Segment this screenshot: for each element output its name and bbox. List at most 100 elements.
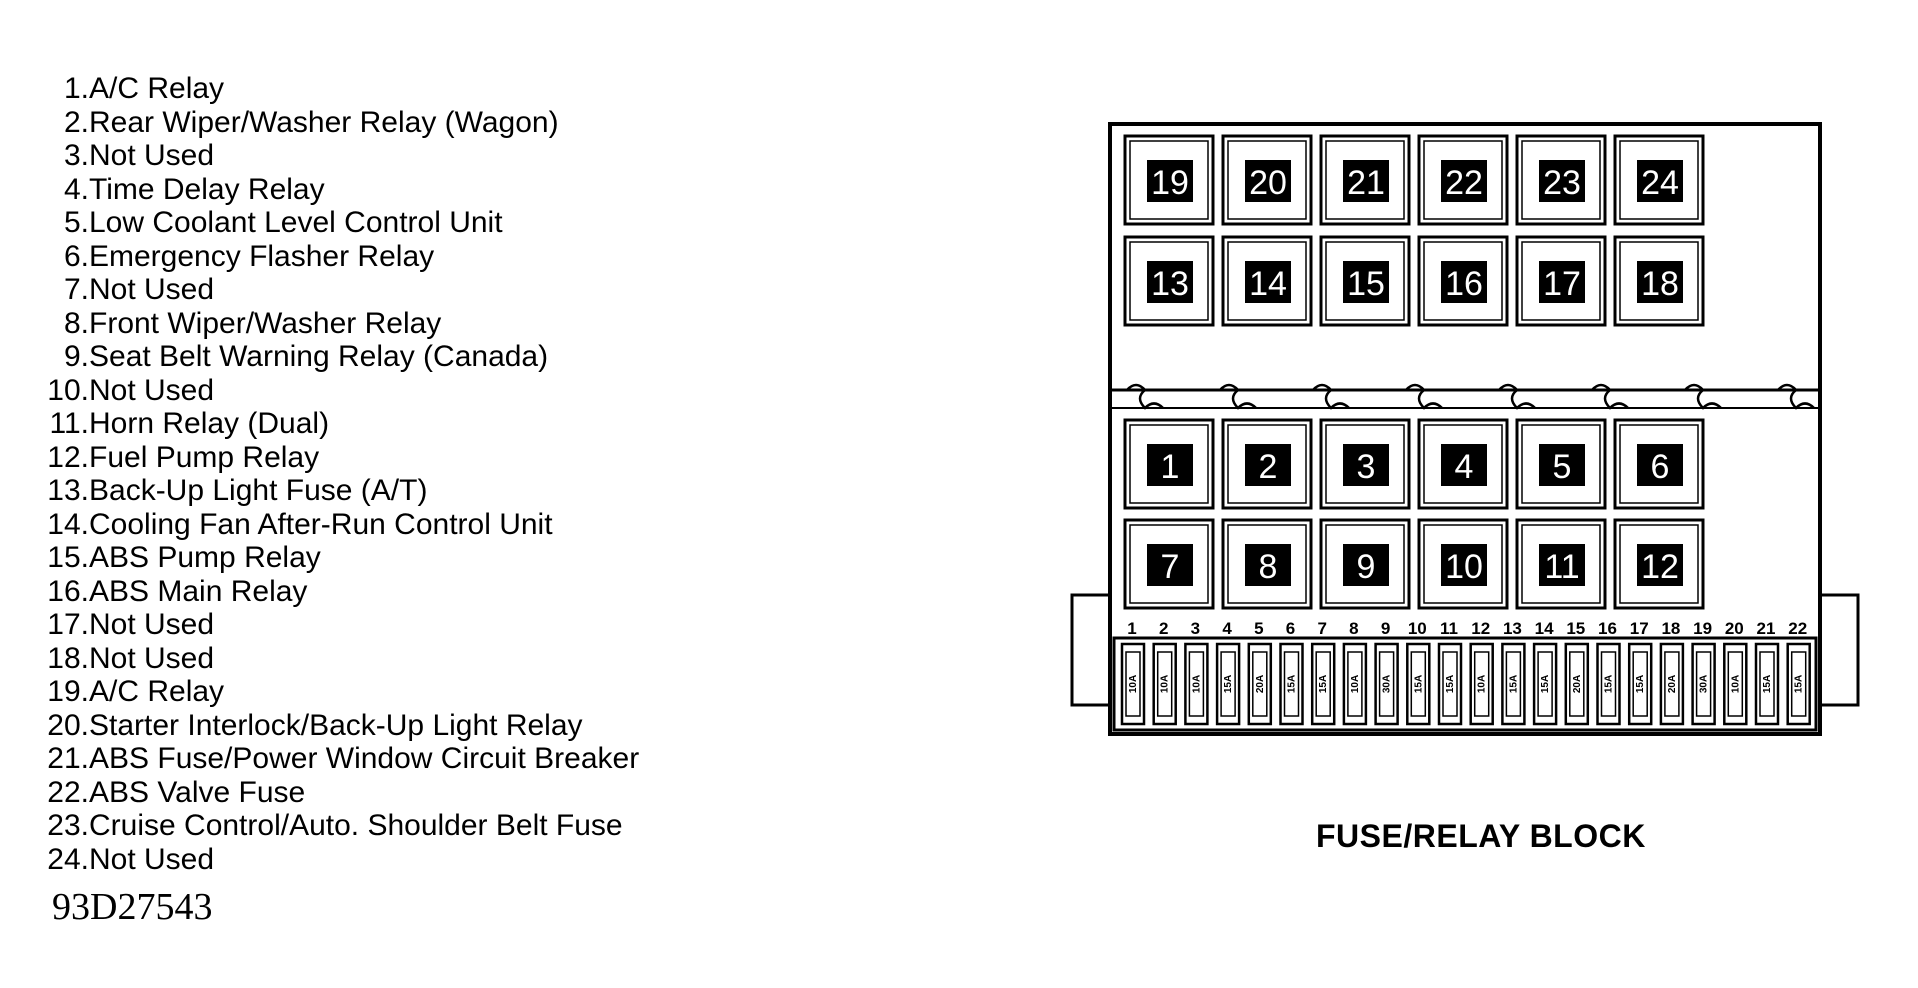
legend-label: Fuel Pump Relay bbox=[89, 440, 320, 474]
legend-item: 1.A/C Relay bbox=[34, 72, 734, 106]
relay-number: 7 bbox=[1161, 548, 1180, 586]
fuse-rating: 20A bbox=[1572, 675, 1583, 693]
legend-number: 16. bbox=[47, 574, 89, 608]
fuse-number: 6 bbox=[1286, 619, 1295, 638]
legend-number: 6. bbox=[63, 239, 89, 273]
relay-socket-inner bbox=[1325, 241, 1405, 321]
relay-number: 11 bbox=[1544, 548, 1579, 586]
fuse-rating: 15A bbox=[1318, 675, 1329, 693]
fuse-number: 17 bbox=[1630, 619, 1649, 638]
relay-socket bbox=[1515, 235, 1607, 327]
fuse-element bbox=[1664, 651, 1680, 717]
fuse-number: 5 bbox=[1254, 619, 1263, 638]
legend-item: 10.Not Used bbox=[34, 374, 734, 408]
relay-number: 8 bbox=[1259, 548, 1278, 586]
legend-label: ABS Pump Relay bbox=[89, 541, 321, 574]
legend-number: 10. bbox=[47, 373, 89, 407]
relay-socket-inner bbox=[1227, 424, 1307, 504]
relay-number: 9 bbox=[1357, 548, 1376, 586]
relay-label-box bbox=[1245, 261, 1291, 303]
fuse bbox=[1564, 642, 1590, 726]
legend-number: 24. bbox=[47, 842, 89, 876]
clip-notch bbox=[1126, 383, 1164, 410]
relay-socket-inner bbox=[1325, 524, 1405, 604]
fuse-element bbox=[1220, 651, 1236, 717]
fuse-number: 2 bbox=[1159, 619, 1168, 638]
legend-label: Cooling Fan After-Run Control Unit bbox=[89, 507, 553, 541]
fuse-element bbox=[1410, 651, 1427, 717]
fuse-element bbox=[1315, 651, 1331, 717]
relay-number: 24 bbox=[1641, 164, 1679, 202]
fuse-element bbox=[1442, 651, 1458, 717]
legend-item: 4.Time Delay Relay bbox=[34, 173, 734, 207]
legend-number: 13. bbox=[47, 474, 89, 507]
fuse-number: 3 bbox=[1191, 619, 1200, 638]
legend-number: 15. bbox=[47, 541, 89, 574]
legend-item: 14.Cooling Fan After-Run Control Unit bbox=[34, 508, 734, 542]
legend-number: 9. bbox=[63, 340, 89, 373]
legend-label: Seat Belt Warning Relay (Canada) bbox=[89, 340, 549, 373]
legend-label: Cruise Control/Auto. Shoulder Belt Fuse bbox=[89, 809, 623, 842]
legend-item: 8.Front Wiper/Washer Relay bbox=[34, 307, 734, 341]
fuse-number: 22 bbox=[1788, 619, 1807, 638]
legend-label: ABS Main Relay bbox=[89, 574, 308, 608]
legend-number: 8. bbox=[63, 306, 89, 340]
fuse-element bbox=[1283, 651, 1300, 717]
fuse bbox=[1437, 642, 1463, 726]
relay-socket-inner bbox=[1521, 424, 1601, 504]
legend-item: 21.ABS Fuse/Power Window Circuit Breaker bbox=[34, 742, 734, 776]
fuse-element bbox=[1125, 651, 1141, 717]
relay-number: 13 bbox=[1151, 265, 1189, 303]
relay-number: 6 bbox=[1651, 448, 1670, 486]
fuse bbox=[1691, 642, 1716, 726]
fuse-rating: 15A bbox=[1762, 675, 1773, 693]
legend-item: 5.Low Coolant Level Control Unit bbox=[34, 206, 734, 240]
legend-item: 15.ABS Pump Relay bbox=[34, 541, 734, 575]
fuse-number: 12 bbox=[1471, 619, 1490, 638]
relay-label-box bbox=[1147, 444, 1193, 486]
relay-number: 21 bbox=[1347, 164, 1385, 202]
fuse-number: 7 bbox=[1317, 619, 1326, 638]
legend-label: Time Delay Relay bbox=[89, 172, 325, 206]
legend-number: 5. bbox=[63, 206, 89, 239]
relay-label-box bbox=[1539, 261, 1585, 303]
fuse-rating: 10A bbox=[1350, 675, 1361, 693]
relay-label-box bbox=[1441, 444, 1487, 486]
legend-label: Not Used bbox=[89, 608, 215, 641]
fuse bbox=[1279, 642, 1304, 726]
legend-item: 22.ABS Valve Fuse bbox=[34, 776, 734, 810]
fuse-rating: 15A bbox=[1413, 675, 1424, 693]
legend-label: Horn Relay (Dual) bbox=[89, 407, 330, 440]
fuse-number: 10 bbox=[1408, 619, 1427, 638]
legend-number: 14. bbox=[47, 507, 89, 541]
legend-number: 19. bbox=[47, 675, 89, 708]
legend-number: 4. bbox=[63, 172, 89, 206]
relay-socket-inner bbox=[1619, 241, 1699, 321]
fuse-element bbox=[1759, 651, 1775, 717]
legend-number: 20. bbox=[47, 708, 89, 742]
legend-number: 21. bbox=[47, 742, 89, 775]
relay-label-box bbox=[1637, 261, 1683, 303]
relay-number: 10 bbox=[1445, 548, 1483, 586]
fuse bbox=[1786, 642, 1811, 726]
fuse-element bbox=[1600, 651, 1617, 717]
fuse-number: 14 bbox=[1535, 619, 1554, 638]
relay-label-box bbox=[1343, 444, 1389, 486]
fuse-rating: 10A bbox=[1160, 675, 1171, 693]
legend-number: 23. bbox=[47, 809, 89, 842]
fuse-number: 4 bbox=[1222, 619, 1232, 638]
relay-socket-inner bbox=[1227, 140, 1307, 220]
fuse bbox=[1406, 642, 1431, 726]
fuse-element bbox=[1790, 651, 1807, 717]
relay-socket-inner bbox=[1129, 424, 1209, 504]
fuse bbox=[1152, 642, 1177, 726]
fuse bbox=[1342, 642, 1368, 726]
legend-number: 12. bbox=[47, 440, 89, 474]
fuse bbox=[1310, 642, 1336, 726]
relay-number: 19 bbox=[1151, 164, 1189, 202]
diagram-caption: FUSE/RELAY BLOCK bbox=[1316, 818, 1646, 854]
fuse bbox=[1374, 642, 1399, 726]
clip-notch bbox=[1405, 383, 1443, 410]
relay-number: 4 bbox=[1455, 448, 1474, 486]
